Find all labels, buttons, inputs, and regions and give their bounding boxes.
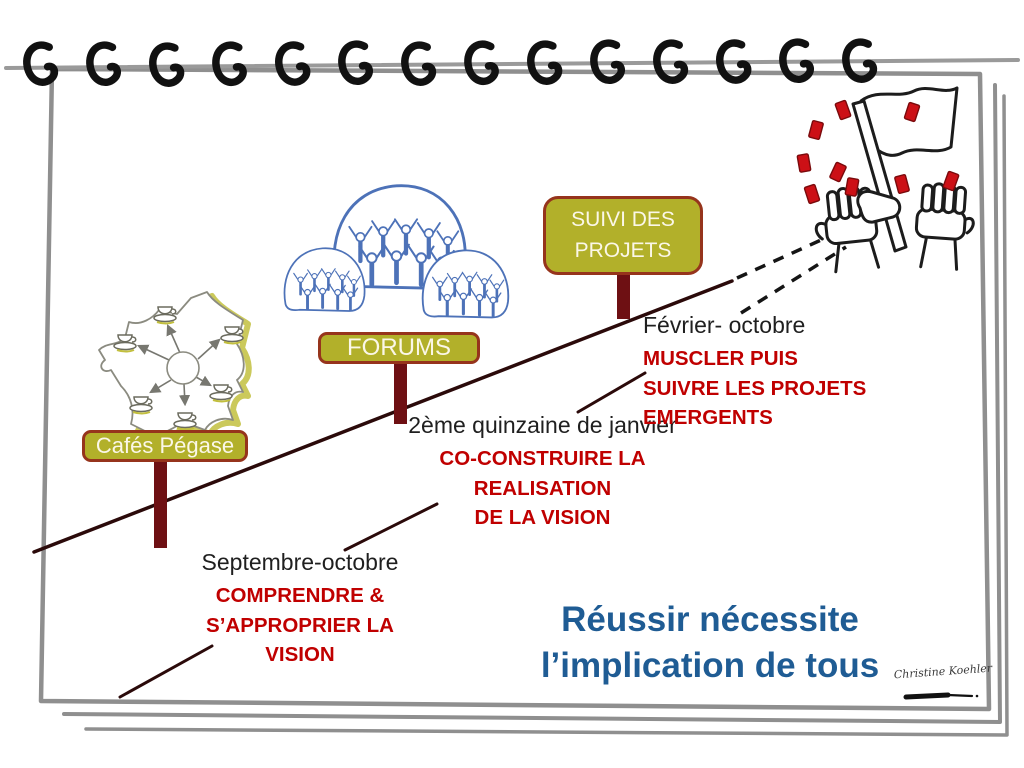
milestone-2-annotation: 2ème quinzaine de janvier CO-CONSTRUIRE … <box>375 412 710 533</box>
flag-icon <box>859 86 959 157</box>
timeline-line <box>32 279 734 554</box>
coffee-cup-icon <box>113 334 137 353</box>
segment-tick-2 <box>343 502 439 552</box>
signpost-post-2 <box>394 362 407 424</box>
signpost-post-3 <box>617 274 630 319</box>
notebook-frame <box>38 66 1009 737</box>
raised-fists-with-flag-icon <box>796 86 975 274</box>
segment-tick-1 <box>118 644 214 699</box>
pen-icon <box>903 692 979 700</box>
sign-cafes-pegase-label: Cafés Pégase <box>95 433 235 459</box>
pointer-dash-line-lower <box>740 245 847 315</box>
milestone-1-action: COMPRENDRE & S’APPROPRIER LA VISION <box>206 584 394 667</box>
pointer-dash-line-upper <box>736 229 842 280</box>
gripping-hand-icon <box>856 189 902 224</box>
milestone-3-action: MUSCLER PUIS SUIVRE LES PROJETS EMERGENT… <box>643 347 867 430</box>
milestone-2-period: 2ème quinzaine de janvier <box>408 412 677 438</box>
milestone-3-period: Février- octobre <box>643 312 806 338</box>
page-title: Réussir nécessite l’implication de tous <box>540 600 880 686</box>
milestone-3-annotation: Février- octobre MUSCLER PUIS SUIVRE LES… <box>643 312 993 433</box>
fist-icon <box>914 182 975 271</box>
forum-crowd-domes-icon <box>284 186 508 318</box>
milestone-2-action: CO-CONSTRUIRE LA REALISATION DE LA VISIO… <box>439 447 646 530</box>
signpost-post-1 <box>154 458 167 548</box>
confetti-icon <box>796 99 960 205</box>
france-map-with-coffee-cups-icon <box>98 291 252 442</box>
sign-forums-label: FORUMS <box>347 333 451 361</box>
coffee-cup-icon <box>153 306 177 325</box>
sign-forums: FORUMS <box>318 332 480 364</box>
milestone-1-annotation: Septembre-octobre COMPRENDRE & S’APPROPR… <box>170 549 430 670</box>
milestone-1-period: Septembre-octobre <box>201 549 399 575</box>
sign-cafes-pegase: Cafés Pégase <box>82 430 248 462</box>
segment-tick-3 <box>576 371 647 414</box>
sign-suivi-des-projets: SUIVI DES PROJETS <box>543 196 703 275</box>
sign-suivi-des-projets-label: SUIVI DES PROJETS <box>571 208 675 262</box>
